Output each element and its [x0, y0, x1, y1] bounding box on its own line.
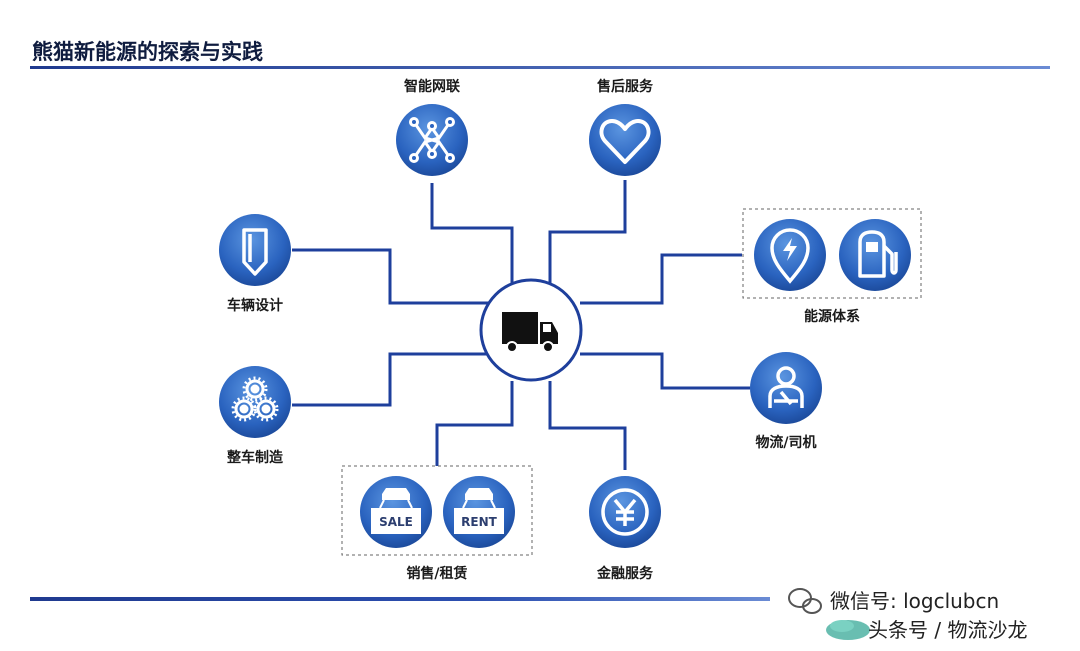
page-title: 熊猫新能源的探索与实践 — [32, 40, 263, 64]
node-vehicle-design: 车辆设计 — [219, 214, 291, 314]
label-sales-rental: 销售/租赁 — [406, 565, 467, 582]
connector-smart-network — [430, 183, 514, 283]
node-finance: 金融服务 — [589, 476, 661, 582]
driver-icon — [768, 366, 804, 408]
charging-pin-icon — [770, 228, 810, 284]
title-underline — [30, 66, 1050, 69]
connector-after-sales — [548, 180, 627, 283]
watermark-line2: 头条号 / 物流沙龙 — [868, 618, 1027, 642]
label-vehicle-design: 车辆设计 — [227, 297, 283, 314]
node-logistics-driver: 物流/司机 — [750, 352, 822, 451]
node-smart-network: 智能网联 — [396, 78, 468, 176]
connector-energy-system — [580, 253, 742, 305]
connector-sales-rental — [435, 381, 514, 466]
bottom-rule — [30, 597, 770, 601]
connector-manufacturing — [292, 352, 490, 407]
label-smart-network: 智能网联 — [403, 78, 461, 95]
connector-lines — [292, 180, 750, 470]
energy-group-box — [742, 208, 922, 299]
label-energy-system: 能源体系 — [804, 308, 860, 325]
wechat-icon — [788, 588, 822, 614]
connector-finance — [548, 381, 627, 470]
label-finance: 金融服务 — [596, 565, 654, 582]
sale-sign-text: SALE — [379, 515, 413, 529]
label-logistics-driver: 物流/司机 — [755, 434, 816, 451]
node-energy-system: 能源体系 — [742, 208, 922, 325]
network-icon — [409, 117, 455, 163]
pen-icon — [242, 228, 268, 276]
rent-sign-icon: RENT — [454, 488, 504, 534]
yen-icon — [601, 488, 649, 536]
fuel-pump-icon — [858, 230, 898, 278]
center-hub — [479, 278, 583, 382]
sales-group-box — [341, 465, 533, 556]
gears-icon — [231, 376, 279, 422]
watermark-line1: 微信号: logclubcn — [830, 589, 999, 613]
node-sales-rental: SALE RENT 销售/租赁 — [341, 465, 533, 582]
sale-sign-icon: SALE — [371, 488, 421, 534]
label-manufacturing: 整车制造 — [226, 449, 283, 466]
rent-sign-text: RENT — [461, 515, 497, 529]
connector-logistics — [580, 352, 750, 390]
salon-logo-icon — [826, 620, 870, 640]
node-after-sales: 售后服务 — [589, 78, 661, 176]
connector-vehicle-design — [292, 248, 490, 305]
heart-icon — [599, 119, 651, 164]
node-manufacturing: 整车制造 — [219, 366, 291, 466]
truck-icon — [502, 312, 558, 353]
label-after-sales: 售后服务 — [596, 78, 654, 95]
watermark: 微信号: logclubcn 头条号 / 物流沙龙 — [788, 588, 1027, 642]
